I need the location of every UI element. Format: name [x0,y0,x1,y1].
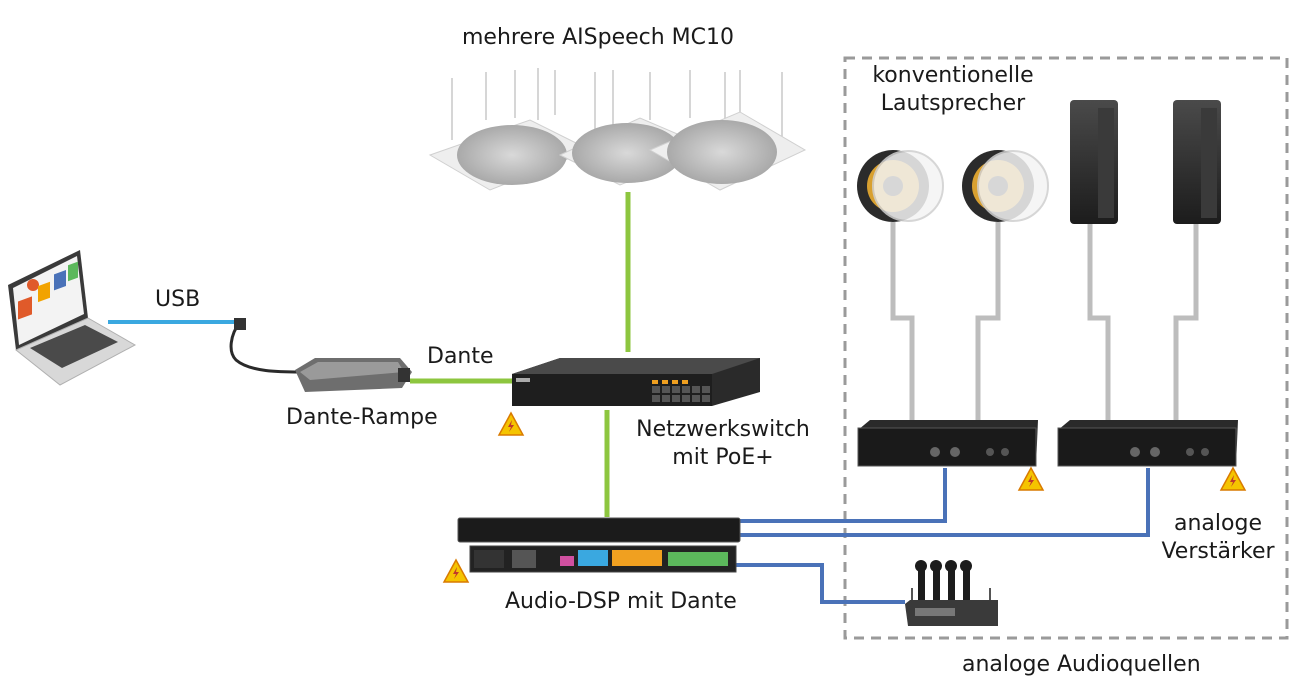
warning-icon [1220,467,1246,491]
conventional-speakers-label-line2: Lautsprecher [880,91,1026,116]
switch-label-line2: mit PoE+ [672,445,774,470]
dante-adapter-label: Dante-Rampe [286,405,438,430]
warning-icon [443,559,469,583]
usb-label: USB [155,287,201,312]
switch-label-line1: Netzwerkswitch [636,417,810,442]
dante-label: Dante [427,344,494,369]
amplifier-icon [857,420,1238,467]
conventional-speakers-label-line1: konventionelle [872,63,1034,88]
mics-label: mehrere AISpeech MC10 [462,25,735,50]
analog-zone-border [843,56,1289,640]
conventional-speakers-label: konventionelle Lautsprecher [858,62,1048,118]
dsp-label: Audio-DSP mit Dante [505,589,737,614]
warning-icon [1018,467,1044,491]
dante-adapter-icon [229,318,412,392]
dsp-icon [457,517,741,573]
switch-label: Netzwerkswitch mit PoE+ [618,416,828,472]
column-speaker-icon [1070,100,1221,224]
audio-sources-label: analoge Audioquellen [962,652,1201,677]
wireless-mic-receiver-icon [905,560,998,626]
warning-icon [498,412,524,436]
amps-label-line1: analoge [1174,511,1262,536]
amps-label: analoge Verstärker [1138,510,1298,566]
ceiling-mic-icon [428,68,807,191]
ceiling-speaker-icon [857,150,1049,222]
network-switch-icon [512,358,760,406]
amps-label-line2: Verstärker [1161,539,1275,564]
laptop-icon [8,250,137,386]
connections [108,192,1199,604]
